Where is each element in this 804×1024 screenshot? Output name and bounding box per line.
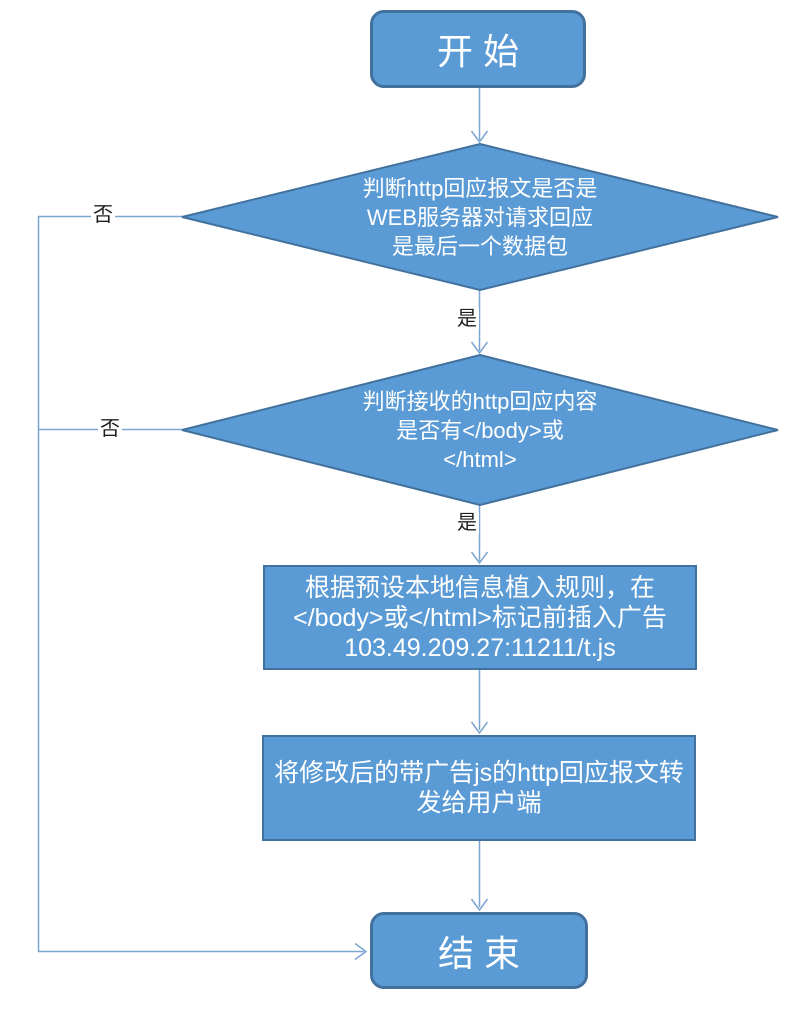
decision2-yes-label: 是 <box>455 512 479 534</box>
decision1-label: 判断http回应报文是否是 WEB服务器对请求回应 是最后一个数据包 <box>362 175 598 259</box>
start-node: 开始 <box>370 10 586 88</box>
process1-node: 根据预设本地信息植入规则，在 </body>或</html>标记前插入广告 10… <box>263 565 697 670</box>
decision1-yes-label: 是 <box>455 308 479 330</box>
decision2-no-label: 否 <box>98 418 122 440</box>
decision1-diamond <box>181 142 779 292</box>
decision1-no-label: 否 <box>91 204 115 226</box>
arrow-down-icon <box>470 721 489 735</box>
end-node: 结束 <box>370 912 588 989</box>
arrow-down-icon <box>470 898 489 912</box>
arrow-down-icon <box>470 130 489 144</box>
decision2-label: 判断接收的http回应内容 是否有</body>或 </html> <box>362 388 598 472</box>
decision2-diamond <box>181 353 779 507</box>
arrow-down-icon <box>470 551 489 565</box>
end-label: 结束 <box>437 932 530 974</box>
start-label: 开始 <box>436 31 529 72</box>
arrow-right-icon <box>354 942 368 961</box>
process2-node: 将修改后的带广告js的http回应报文转 发给用户端 <box>262 735 696 841</box>
arrow-down-icon <box>470 341 489 355</box>
